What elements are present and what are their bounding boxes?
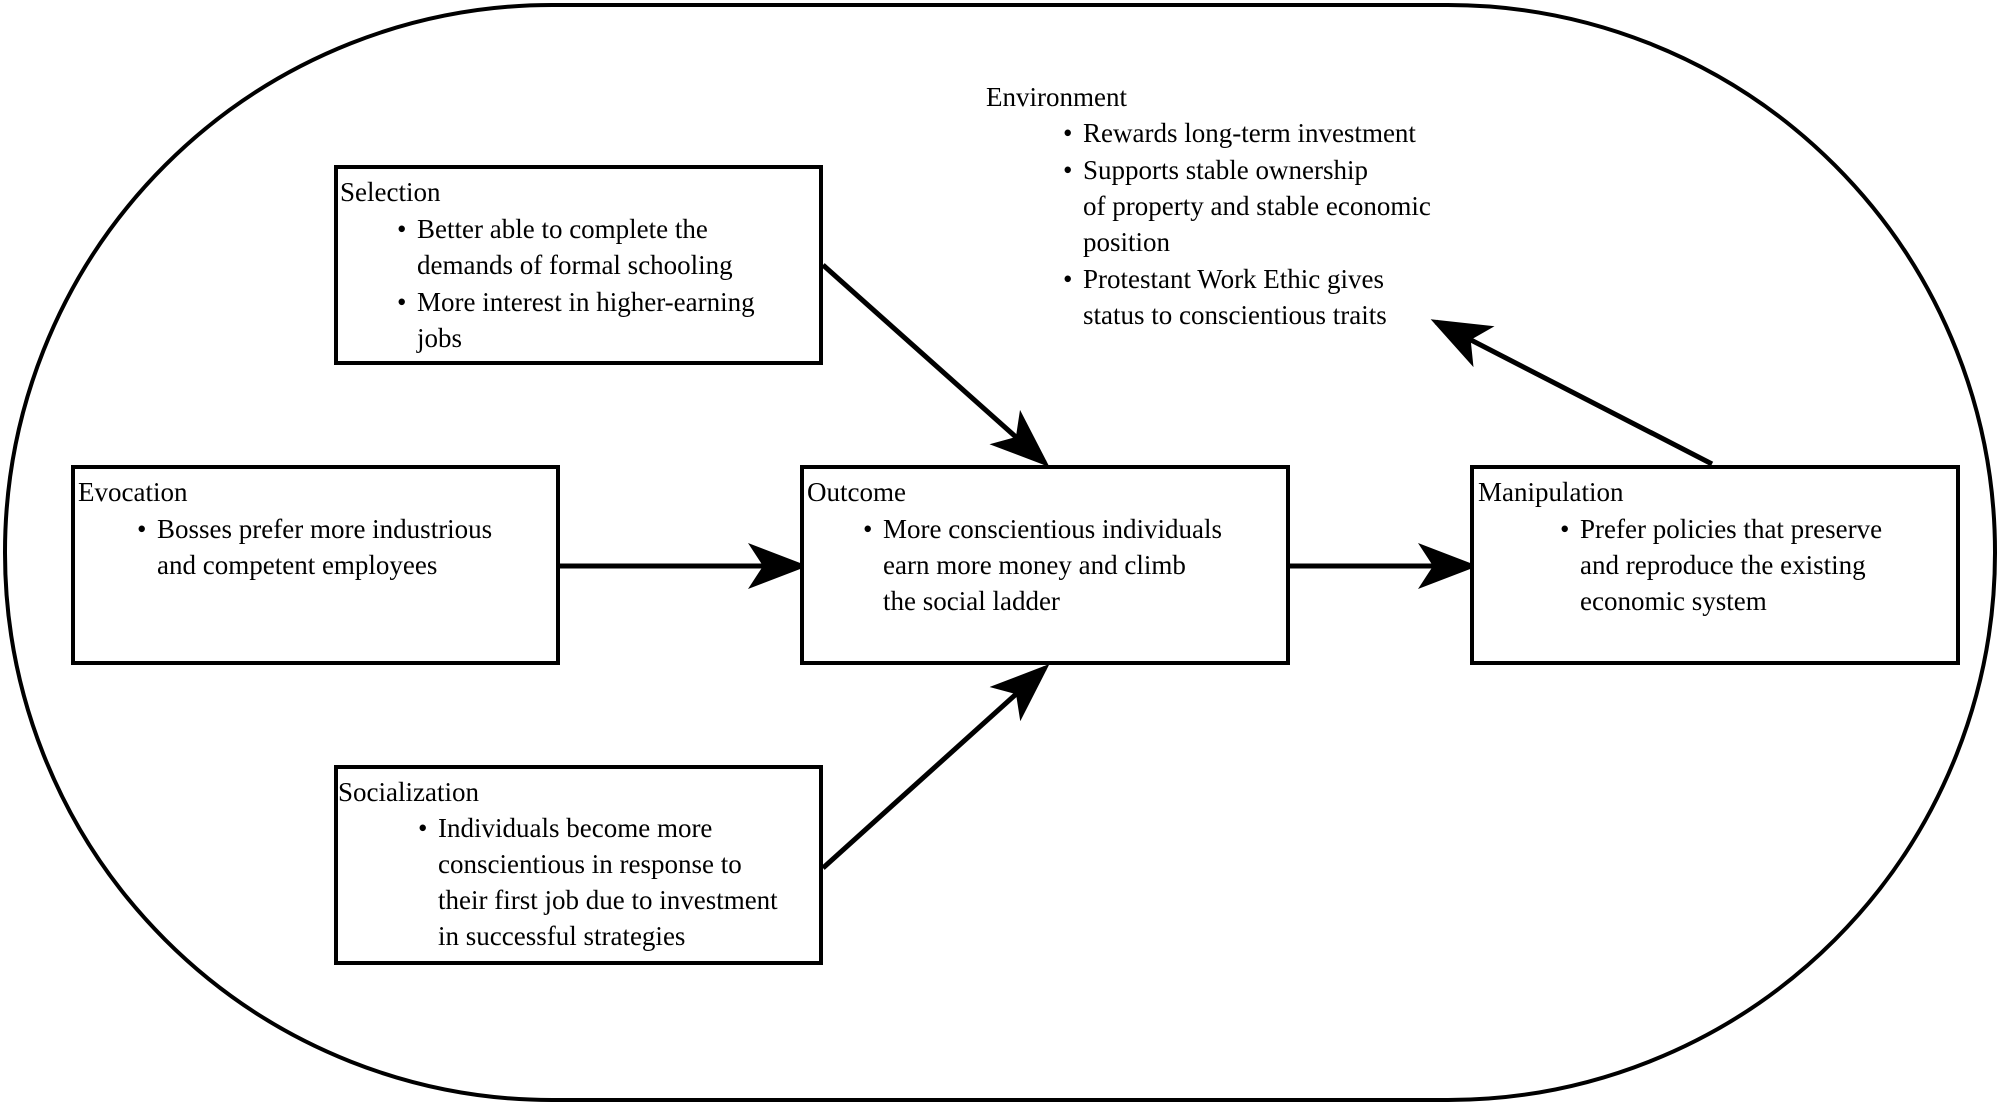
environment-bullet-2-line-1: Supports stable ownership bbox=[1083, 155, 1368, 185]
socialization-bullet-1-line-4: in successful strategies bbox=[438, 921, 686, 951]
outcome-bullet-1-line-3: the social ladder bbox=[883, 586, 1060, 616]
arrow-selection-to-outcome bbox=[821, 263, 1050, 467]
outcome-bullet-1: More conscientious individuals earn more… bbox=[863, 511, 1222, 619]
manipulation-bullet-1-line-2: and reproduce the existing bbox=[1580, 550, 1866, 580]
evocation-title: Evocation bbox=[78, 477, 188, 507]
evocation-bullet-1-line-2: and competent employees bbox=[157, 550, 438, 580]
selection-bullet-2-line-2: jobs bbox=[417, 323, 463, 353]
environment-bullet-1-line-1: Rewards long-term investment bbox=[1083, 118, 1416, 148]
selection-bullet-2-line-1: More interest in higher-earning bbox=[417, 287, 755, 317]
socialization-bullet-1-line-3: their first job due to investment bbox=[438, 885, 778, 915]
selection-bullet-1-line-1: Better able to complete the bbox=[417, 214, 708, 244]
arrow-socialization-to-outcome bbox=[821, 663, 1050, 870]
environment-bullet-3: Protestant Work Ethic gives status to co… bbox=[1063, 261, 1387, 333]
manipulation-bullet-1: Prefer policies that preserve and reprod… bbox=[1560, 511, 1883, 619]
evocation-bullet-1-line-1: Bosses prefer more industrious bbox=[157, 514, 493, 544]
arrow-manipulation-to-environment bbox=[1430, 319, 1714, 467]
socialization-bullet-1: Individuals become more conscientious in… bbox=[418, 810, 778, 954]
environment-title: Environment bbox=[986, 82, 1127, 112]
selection-title: Selection bbox=[340, 177, 441, 207]
selection-bullet-1: Better able to complete the demands of f… bbox=[397, 211, 733, 283]
manipulation-bullet-1-line-3: economic system bbox=[1580, 586, 1767, 616]
environment-bullet-1: Rewards long-term investment bbox=[1063, 115, 1416, 151]
manipulation-bullet-1-line-1: Prefer policies that preserve bbox=[1580, 514, 1883, 544]
socialization-bullet-1-line-1: Individuals become more bbox=[438, 813, 713, 843]
socialization-bullet-1-line-2: conscientious in response to bbox=[438, 849, 742, 879]
evocation-bullet-1: Bosses prefer more industrious and compe… bbox=[137, 511, 493, 583]
environment-bullet-2-line-3: position bbox=[1083, 227, 1171, 257]
selection-bullet-2: More interest in higher-earning jobs bbox=[397, 284, 755, 356]
environment-bullet-2: Supports stable ownership of property an… bbox=[1063, 152, 1431, 260]
selection-bullet-1-line-2: demands of formal schooling bbox=[417, 250, 733, 280]
environment-bullet-3-line-1: Protestant Work Ethic gives bbox=[1083, 264, 1385, 294]
socialization-title: Socialization bbox=[338, 777, 479, 807]
environment-bullet-2-line-2: of property and stable economic bbox=[1083, 191, 1431, 221]
outcome-bullet-1-line-1: More conscientious individuals bbox=[883, 514, 1222, 544]
oval-frame bbox=[3, 3, 1997, 1102]
outcome-bullet-1-line-2: earn more money and climb bbox=[883, 550, 1186, 580]
outcome-title: Outcome bbox=[807, 477, 906, 507]
environment-bullet-3-line-2: status to conscientious traits bbox=[1083, 300, 1387, 330]
manipulation-title: Manipulation bbox=[1478, 477, 1624, 507]
